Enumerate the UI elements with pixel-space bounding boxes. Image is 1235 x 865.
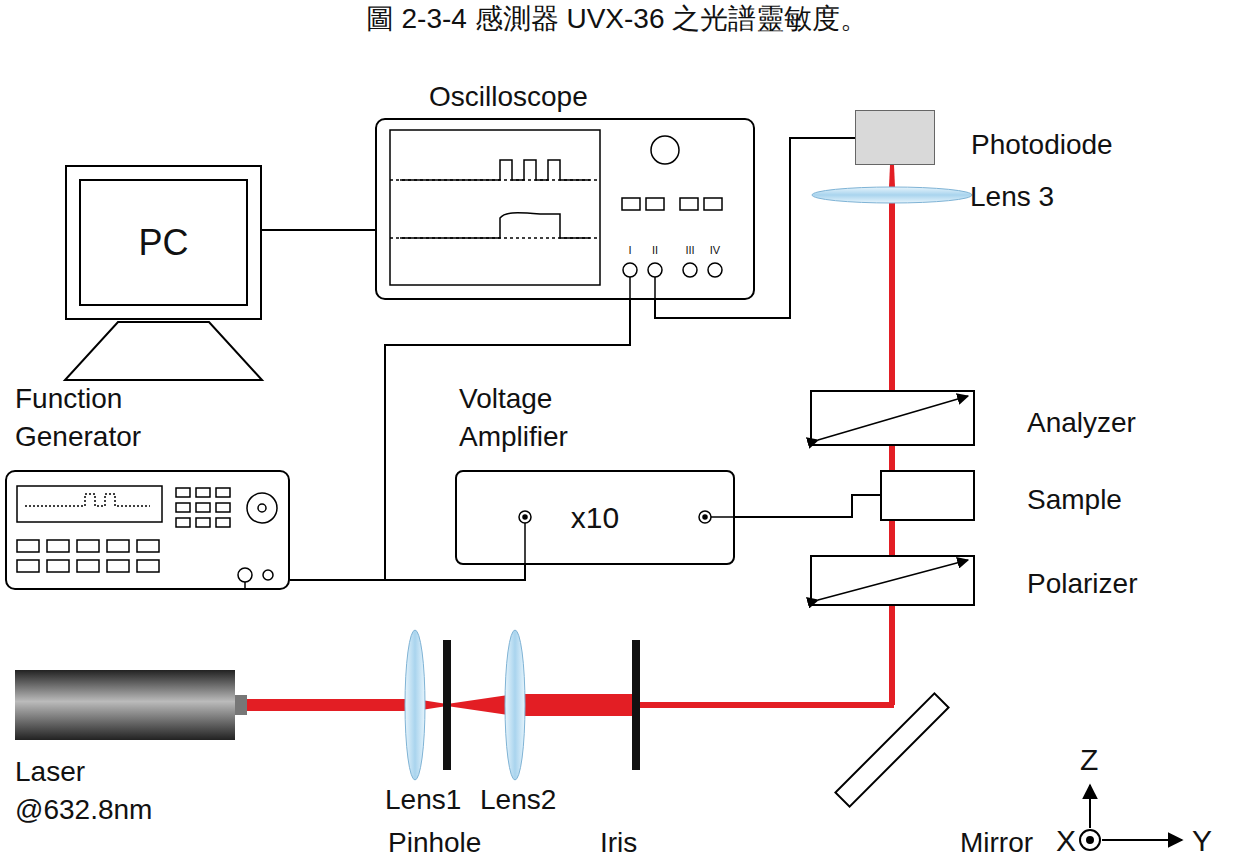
- part-label: Lens1: [385, 783, 461, 817]
- signal-cable: [262, 229, 375, 231]
- pinhole-plate: [443, 640, 451, 770]
- part-label: Mirror: [960, 826, 1033, 860]
- photodiode-box: Photodiode: [855, 110, 935, 165]
- generator-panel: [17, 486, 277, 590]
- channel-label: II: [652, 244, 658, 257]
- coordinate-axes: [1080, 785, 1182, 850]
- amplifier-box: Voltage Amplifierx10: [455, 470, 735, 565]
- lens-2: [505, 630, 525, 780]
- component-label: Voltage Amplifier: [459, 380, 639, 456]
- lens-3: [812, 187, 972, 203]
- polarization-axis: [818, 396, 968, 440]
- box-label: x10: [571, 501, 619, 535]
- signal-cable: [290, 565, 525, 580]
- axis-label: Y: [1192, 823, 1212, 859]
- component-label: Polarizer: [1027, 565, 1137, 603]
- component-label: Function Generator: [15, 380, 190, 456]
- oscilloscope-panel: [390, 130, 722, 300]
- component-label: Laser @632.8nm: [15, 753, 165, 829]
- laser-aperture: [235, 695, 247, 715]
- component-label: Sample: [1027, 481, 1122, 519]
- component-label: Analyzer: [1027, 404, 1136, 442]
- analyzer-box: Analyzer: [810, 390, 975, 446]
- sample-box: Sample: [880, 470, 975, 521]
- axis-label: X: [1056, 823, 1076, 859]
- function-generator-box: Function Generator: [5, 470, 290, 590]
- channel-label: IV: [710, 244, 720, 257]
- iris-plate: [632, 640, 640, 770]
- part-label: Lens 3: [970, 180, 1054, 214]
- component-label: Photodiode: [971, 126, 1113, 164]
- polarizer-box: Polarizer: [810, 555, 975, 606]
- part-label: Pinhole: [388, 826, 481, 860]
- pc-monitor: PC: [65, 165, 262, 320]
- amplifier-jacks: [519, 511, 735, 565]
- laser-beam: [247, 165, 895, 716]
- pc-keyboard: [65, 322, 262, 380]
- mirror: [835, 693, 948, 806]
- lens-1: [405, 630, 425, 780]
- component-label: Oscilloscope: [429, 78, 588, 116]
- pc-screen: [80, 180, 247, 305]
- oscilloscope-box: Oscilloscope: [375, 118, 755, 300]
- laser-body: [15, 670, 235, 740]
- polarization-axis: [818, 560, 968, 600]
- signal-cable: [735, 495, 880, 517]
- part-label: Iris: [600, 826, 637, 860]
- axis-label: Z: [1080, 742, 1098, 778]
- channel-label: III: [685, 244, 694, 257]
- laser-head: Laser @632.8nm: [15, 670, 247, 740]
- figure-caption: 圖 2-3-4 感測器 UVX-36 之光譜靈敏度。: [366, 2, 869, 36]
- channel-label: I: [628, 244, 631, 257]
- signal-cable: [655, 138, 855, 318]
- box-label: PC: [138, 222, 188, 264]
- part-label: Lens2: [480, 783, 556, 817]
